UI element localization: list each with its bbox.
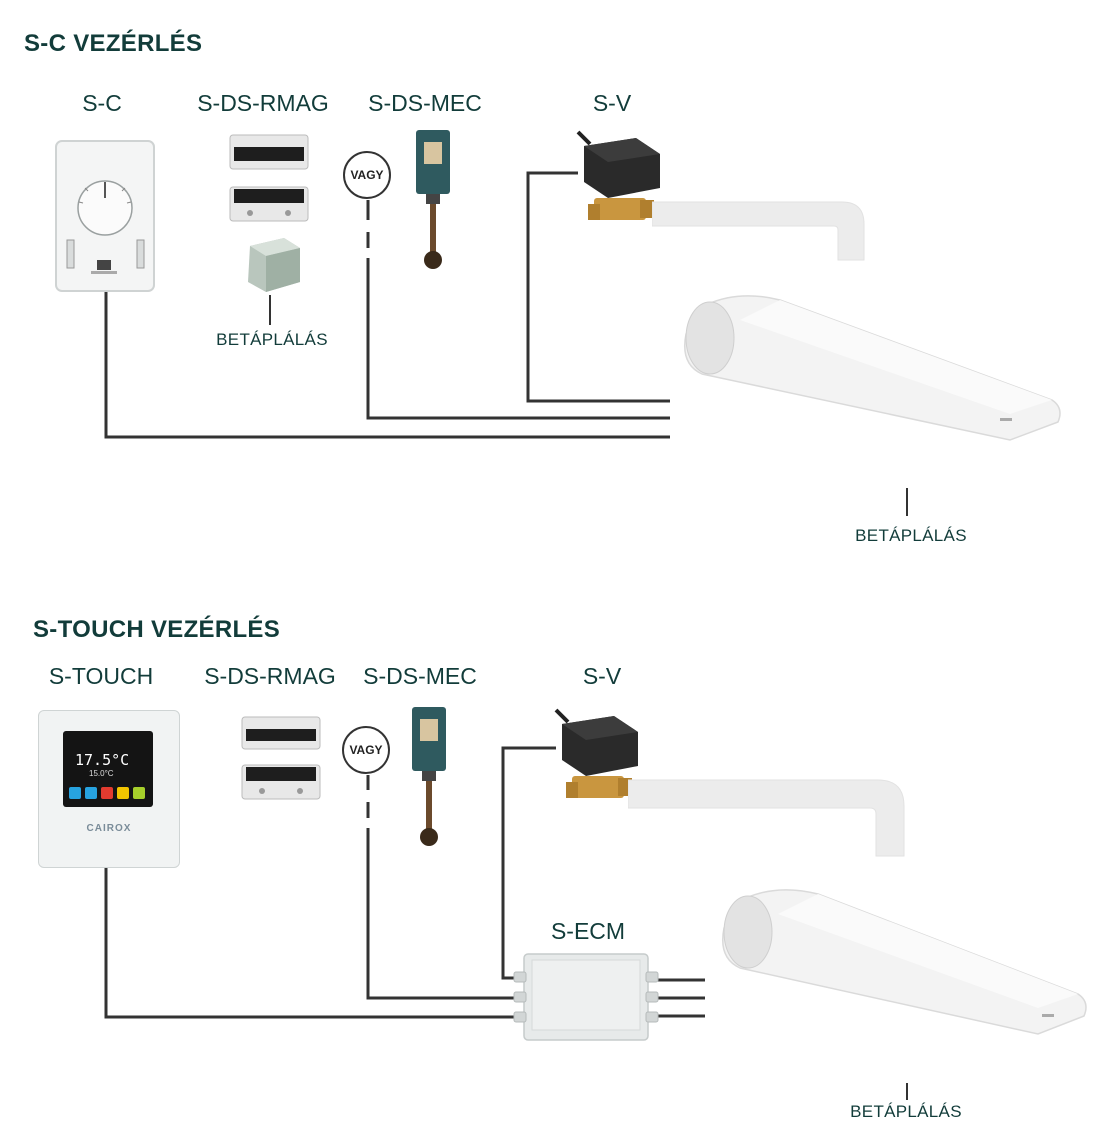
label-s-v-2: S-V [582, 663, 622, 689]
label-s-c: S-C [82, 90, 122, 116]
wire-valve-2 [501, 746, 556, 980]
power-label-heater-1: BETÁPLÁLÁS [855, 526, 967, 545]
wire-door-switch-2 [366, 828, 520, 1000]
s-ds-mec-limit-switch-icon-1 [416, 130, 450, 269]
air-curtain-unit-icon-2 [722, 889, 1087, 1035]
section1-title: S-C VEZÉRLÉS [24, 30, 203, 57]
temperature-readout: 17.5°C [75, 751, 130, 769]
pipe-icon-2 [628, 779, 905, 857]
s-v-valve-icon-1 [576, 130, 660, 220]
label-s-ds-rmag-2: S-DS-RMAG [204, 663, 336, 689]
power-label-heater-2: BETÁPLÁLÁS [850, 1102, 962, 1121]
power-label-rmag: BETÁPLÁLÁS [216, 330, 328, 349]
s-touch-thermostat: 17.5°C 15.0°C CAIROX [38, 710, 180, 868]
wire-door-switch-1 [366, 258, 670, 420]
label-s-ds-mec-2: S-DS-MEC [363, 663, 477, 689]
pipe-icon-1 [652, 201, 865, 261]
plus-button-icon[interactable] [133, 787, 145, 799]
s-ds-mec-limit-switch-icon-2 [412, 707, 446, 846]
heat-button-icon[interactable] [101, 787, 113, 799]
air-curtain-unit-icon-1 [684, 295, 1061, 441]
mode-button-icon[interactable] [85, 787, 97, 799]
wire-s-c [104, 290, 670, 439]
label-s-ds-rmag-1: S-DS-RMAG [197, 90, 329, 116]
brand-logo: CAIROX [86, 823, 132, 834]
s-ds-rmag-magnets-icon-1 [229, 134, 309, 222]
label-s-touch: S-TOUCH [48, 663, 154, 689]
s-v-valve-icon-2 [554, 708, 638, 798]
or-indicator-1: VAGY [343, 151, 391, 199]
or-indicator-2: VAGY [342, 726, 390, 774]
label-s-v-1: S-V [592, 90, 632, 116]
label-s-ecm: S-ECM [550, 918, 626, 944]
minus-button-icon[interactable] [117, 787, 129, 799]
junction-box-icon [248, 238, 300, 292]
s-ds-rmag-magnets-icon-2 [241, 716, 321, 800]
setpoint-readout: 15.0°C [89, 769, 114, 778]
touch-screen: 17.5°C 15.0°C [63, 731, 153, 807]
power-button-icon[interactable] [69, 787, 81, 799]
s-ecm-control-box-icon [513, 953, 659, 1041]
wire-s-touch [104, 868, 520, 1019]
s-c-thermostat-icon [55, 140, 155, 292]
wire-valve-1 [526, 171, 670, 403]
section2-title: S-TOUCH VEZÉRLÉS [33, 616, 281, 643]
label-s-ds-mec-1: S-DS-MEC [368, 90, 482, 116]
